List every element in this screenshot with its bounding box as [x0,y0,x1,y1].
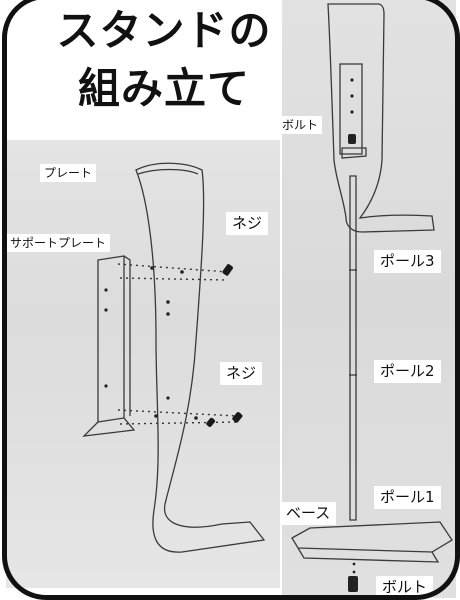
pole-assembly-drawing [291,3,453,592]
plate-assembly-drawing [82,162,266,553]
label-support-plate: サポートプレート [6,234,111,252]
title-line-2: 組み立て [77,64,250,113]
label-pole-2: ポール2 [374,360,441,383]
label-screw-top: ネジ [226,212,269,235]
label-bolt-top: ボルト [278,116,323,134]
label-pole-3: ポール3 [374,250,441,273]
label-pole-1: ポール1 [374,486,441,509]
title-line-1: スタンドの [56,6,272,55]
page-title: スタンドの 組み立て [48,2,280,118]
label-bolt-bottom: ボルト [376,576,434,599]
label-base: ベース [280,502,337,525]
label-plate: プレート [40,164,97,182]
label-screw-bottom: ネジ [220,362,263,385]
